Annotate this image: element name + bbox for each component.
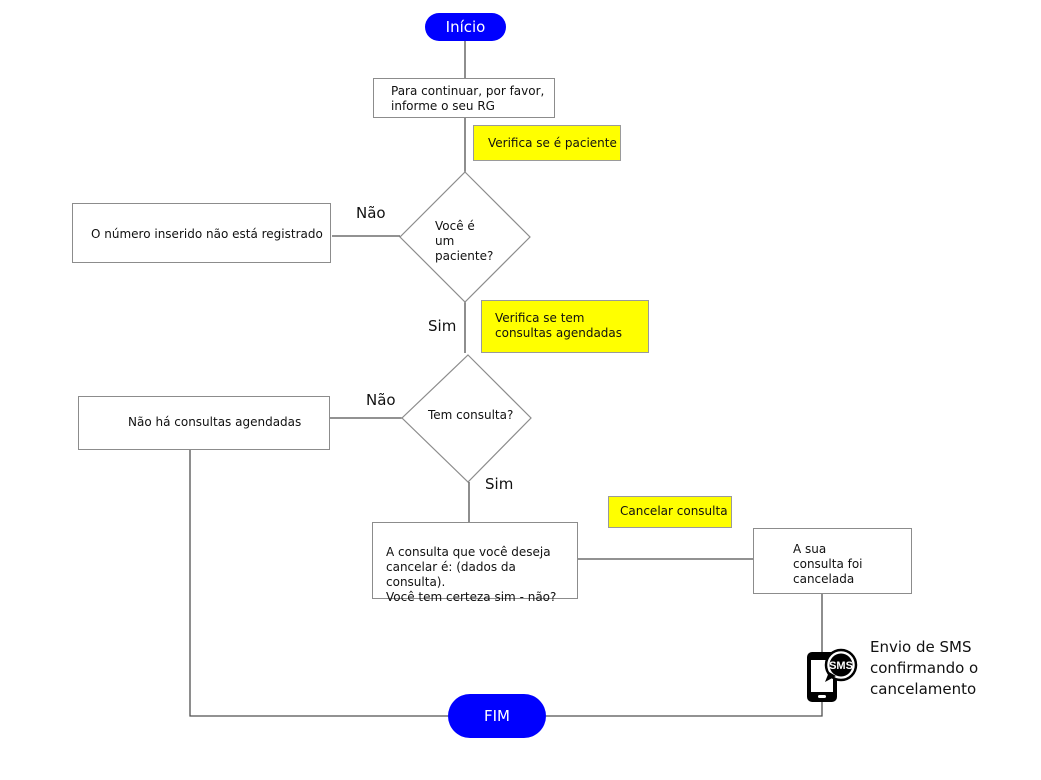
confirm-cancel-text: A consulta que você deseja cancelar é: (…: [386, 545, 557, 604]
sms-badge-text: SMS: [829, 660, 853, 672]
label-patient-yes: Sim: [428, 317, 457, 335]
end-label: FIM: [484, 707, 510, 725]
note-cancel-text: Cancelar consulta: [620, 504, 728, 518]
label-appointment-yes: Sim: [485, 475, 514, 493]
ask-rg-box: Para continuar, por favor, informe o seu…: [373, 78, 555, 118]
start-terminal: Início: [425, 13, 506, 41]
start-label: Início: [445, 18, 486, 36]
note-check-patient-text: Verifica se é paciente: [488, 136, 617, 150]
note-check-appointments: Verifica se tem consultas agendadas: [481, 300, 649, 353]
not-registered-box: O número inserido não está registrado: [72, 203, 331, 263]
edge-sms-to-end: [546, 700, 823, 717]
decision-patient-text: Você é um paciente?: [435, 219, 494, 263]
end-terminal: FIM: [448, 694, 546, 738]
no-appointments-box: Não há consultas agendadas: [78, 396, 330, 450]
note-check-appointments-text: Verifica se tem consultas agendadas: [495, 311, 623, 340]
confirm-cancel-box: A consulta que você deseja cancelar é: (…: [372, 522, 578, 604]
not-registered-text: O número inserido não está registrado: [91, 227, 323, 241]
label-patient-no: Não: [356, 204, 386, 222]
no-appointments-text: Não há consultas agendadas: [128, 415, 302, 429]
ask-rg-text: Para continuar, por favor, informe o seu…: [391, 84, 545, 113]
edge-none-to-end: [189, 450, 448, 717]
cancelled-text: A sua consulta foi cancelada: [793, 542, 863, 586]
decision-appointment-shape: [401, 354, 532, 483]
sms-phone-icon: SMS: [807, 648, 858, 702]
note-cancel: Cancelar consulta: [608, 496, 732, 528]
cancelled-box: A sua consulta foi cancelada: [753, 528, 912, 594]
note-check-patient: Verifica se é paciente: [473, 125, 621, 161]
label-appointment-no: Não: [366, 391, 396, 409]
decision-patient-shape: [399, 171, 531, 303]
decision-appointment-text: Tem consulta?: [428, 408, 514, 422]
sms-note-text: Envio de SMS confirmando o cancelamento: [870, 638, 979, 698]
